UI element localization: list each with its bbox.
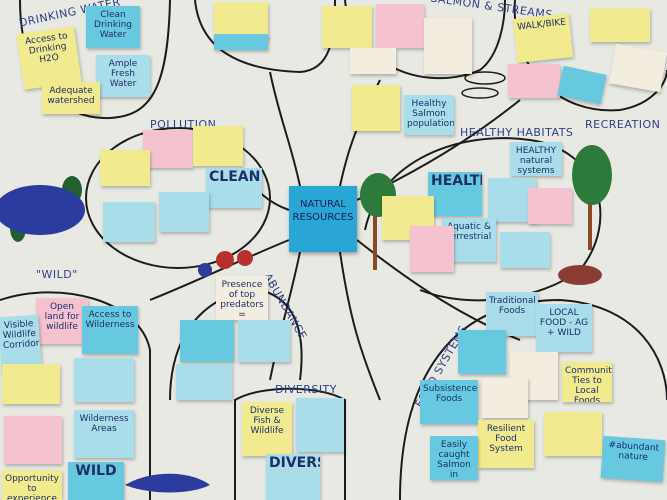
category-healthy-habitats: HEALTHY HABITATS <box>460 126 574 139</box>
note-presence-top-predators: Presence of top predators = Abundance <box>216 276 268 320</box>
note-healthy: HEALTHY <box>428 172 482 216</box>
note-blank <box>214 34 268 50</box>
note-blank <box>193 126 243 166</box>
note-blank <box>100 150 150 186</box>
note-blank <box>238 320 290 362</box>
note-blank <box>2 364 60 404</box>
note-easily-caught: Easily caught Salmon in streams <box>430 436 478 480</box>
note-abundant-nature: #abundant nature <box>600 435 666 483</box>
center-note-natural-resources: NATURAL RESOURCES <box>289 186 357 252</box>
wild-label: WILD <box>75 463 117 479</box>
note-subsistence-foods: Subsistence Foods <box>420 380 478 424</box>
note-clean: CLEAN <box>206 168 262 208</box>
note-blank <box>508 64 560 98</box>
healthy-label: HEALTHY <box>431 173 482 189</box>
note-adequate-watershed: Adequate watershed <box>42 82 100 114</box>
note-blank <box>322 6 372 48</box>
note-blank <box>500 232 550 268</box>
note-blank <box>176 364 232 400</box>
note-blank <box>528 188 572 224</box>
note-blank <box>214 2 268 40</box>
note-blank <box>180 320 234 362</box>
note-blank <box>350 48 396 74</box>
note-ample-fresh-water: Ample Fresh Water <box>96 55 150 97</box>
note-blank <box>482 378 528 418</box>
category-wild: "WILD" <box>36 268 78 281</box>
note-blank <box>74 358 134 402</box>
note-blank <box>424 18 472 74</box>
note-blank <box>544 412 602 456</box>
whale-drawing <box>125 473 210 493</box>
category-recreation: RECREATION <box>585 118 661 131</box>
note-blank <box>143 130 193 168</box>
note-community-ties: Community Ties to Local Foods <box>562 362 612 402</box>
berries-drawing <box>237 250 253 266</box>
berries-drawing <box>198 263 212 277</box>
note-blank <box>410 226 454 272</box>
presence-text: Presence of top predators <box>220 280 264 310</box>
note-diverse-fish: Diverse Fish & Wildlife <box>242 402 292 456</box>
note-resilient-food: Resilient Food System <box>478 420 534 468</box>
fish-drawing <box>464 71 506 85</box>
abundance-text: = Abundance <box>238 310 246 320</box>
clean-label: CLEAN <box>209 169 261 185</box>
note-clean-drinking-water: Clean Drinking Water <box>86 6 140 48</box>
note-diverse: DIVERSE <box>266 454 320 500</box>
note-wild: WILD <box>68 462 124 500</box>
note-access-drinking: Access to Drinking H2O <box>16 26 82 90</box>
note-open-land-wildlife: Open land for wildlife <box>36 298 88 344</box>
note-wilderness-areas: Wilderness Areas <box>74 410 134 458</box>
note-local-food: LOCAL FOOD - AG + WILD <box>536 304 592 352</box>
note-walk-bike: WALK/BIKE <box>512 13 574 63</box>
note-blank <box>159 192 209 232</box>
berries-drawing <box>216 251 234 269</box>
tree-drawing <box>572 145 612 250</box>
note-blank <box>458 330 506 374</box>
note-opportunity: Opportunity to experience <box>2 470 62 500</box>
note-blank <box>376 4 424 48</box>
note-healthy-salmon: Healthy Salmon populations <box>404 95 454 135</box>
note-blank <box>296 398 344 452</box>
note-blank <box>4 416 62 464</box>
note-blank <box>103 202 155 242</box>
bear-drawing <box>558 265 602 285</box>
lake-drawing <box>0 185 85 235</box>
note-blank <box>352 85 400 131</box>
note-blank <box>590 8 650 42</box>
category-diversity: DIVERSITY <box>275 383 337 396</box>
note-traditional-foods: Traditional Foods <box>486 292 538 336</box>
note-healthy-natural-systems: HEALTHY natural systems <box>510 142 562 176</box>
note-access-wilderness: Access to Wilderness <box>82 306 138 354</box>
fish-drawing <box>461 87 499 99</box>
diverse-label: DIVERSE <box>269 455 320 471</box>
